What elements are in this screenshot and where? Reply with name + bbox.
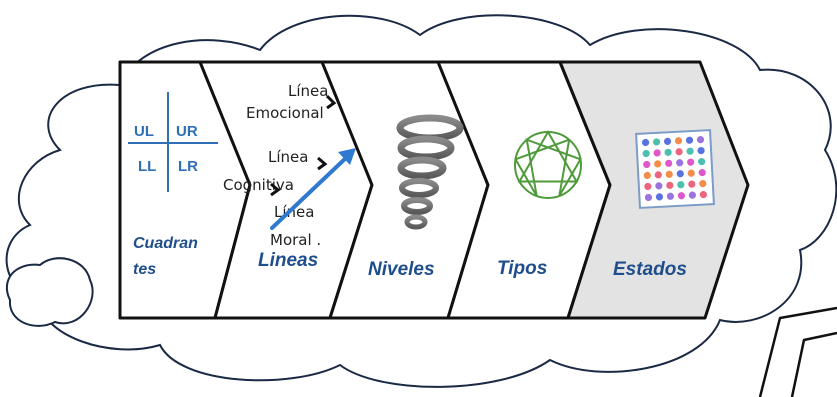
color-dot [688, 180, 696, 188]
color-dot [643, 171, 651, 180]
color-dot [655, 193, 664, 201]
color-dot [677, 181, 685, 189]
color-dot [654, 171, 662, 179]
color-dot [643, 160, 651, 169]
stage-label-niveles: Niveles [368, 259, 435, 280]
color-dot [687, 158, 695, 166]
color-dot [677, 192, 686, 200]
color-dot [675, 148, 683, 156]
color-dot [666, 192, 675, 200]
color-dot [663, 137, 672, 145]
color-dot [686, 147, 694, 155]
stage-label-tipos: Tipos [497, 258, 547, 279]
color-dot [641, 138, 650, 147]
partial-sketch [758, 306, 837, 397]
line-markers [270, 94, 337, 197]
quadrant-cross-icon [128, 92, 218, 192]
color-dot [666, 181, 674, 189]
color-dot [644, 182, 652, 191]
color-dot-grid-icon [635, 129, 715, 209]
linea-cognitiva-word1: Línea [268, 148, 308, 166]
color-dot [685, 136, 694, 144]
color-dot [696, 136, 705, 144]
color-dot [644, 193, 653, 202]
linea-cognitiva-word2: Cognitiva [223, 176, 294, 194]
color-dot [698, 168, 706, 177]
color-dot [653, 149, 661, 157]
stage-label-cuadrantes-2: tes [133, 261, 156, 278]
diagonal-arrow-icon [270, 148, 356, 230]
stage-label-cuadrantes-1: Cuadran [133, 235, 198, 252]
color-dot [665, 159, 673, 167]
color-dot [655, 182, 663, 190]
quadrant-ul: UL [134, 123, 154, 140]
color-dot [687, 169, 695, 177]
color-dot [676, 170, 684, 178]
color-dot [665, 170, 673, 178]
quadrant-ll: LL [138, 158, 156, 175]
color-dot [697, 147, 705, 155]
color-dot [664, 148, 672, 156]
quadrant-lr: LR [178, 158, 198, 175]
linea-emocional-word2: Emocional [246, 104, 324, 122]
stage-label-lineas: Lineas [258, 250, 318, 271]
stage-label-estados: Estados [613, 259, 687, 280]
color-dot [699, 190, 707, 199]
color-dot [688, 191, 696, 199]
color-dot [674, 137, 683, 145]
color-dot [642, 149, 650, 158]
quadrant-ur: UR [176, 123, 198, 140]
linea-emocional-word1: Línea [288, 82, 328, 100]
color-dot [654, 160, 662, 168]
enneagram-icon [514, 130, 582, 199]
tornado-spiral-icon [396, 114, 464, 242]
color-dot [652, 138, 661, 146]
color-dot [699, 179, 707, 188]
linea-moral-word2: Moral . [270, 231, 321, 249]
color-dot [676, 159, 684, 167]
color-dot [698, 157, 706, 166]
